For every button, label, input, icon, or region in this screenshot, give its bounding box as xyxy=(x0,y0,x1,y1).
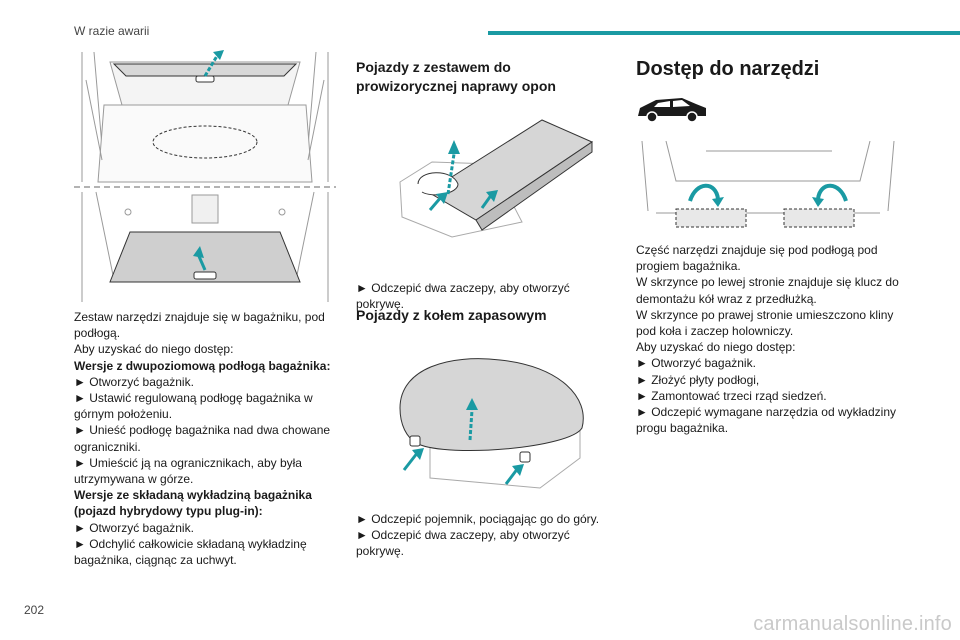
step: ► Otworzyć bagażnik. xyxy=(74,374,194,389)
trunk-sill-tools-illustration xyxy=(636,141,900,233)
paragraph: Aby uzyskać do niego dostęp: xyxy=(74,342,234,357)
section-title: W razie awarii xyxy=(74,24,150,38)
subheading: Wersje ze składaną wykładziną bagażnika … xyxy=(74,488,312,519)
paragraph: Część narzędzi znajduje się pod podłogą … xyxy=(636,243,878,274)
repair-kit-step: ► Odczepić dwa zaczepy, aby otworzyć pok… xyxy=(356,281,570,312)
paragraph: W skrzynce po prawej stronie umieszczono… xyxy=(636,307,894,339)
col1-text: Zestaw narzędzi znajduje się w bagażniku… xyxy=(74,309,336,568)
step: ► Unieść podłogę bagażnika nad dwa chowa… xyxy=(74,423,331,454)
step: ► Zamontować trzeci rząd siedzeń. xyxy=(636,388,827,403)
step: ► Odczepić dwa zaczepy, aby otworzyć pok… xyxy=(356,528,570,559)
spare-wheel-steps: ► Odczepić pojemnik, pociągając go do gó… xyxy=(356,511,614,560)
repair-kit-illustration xyxy=(392,112,602,244)
trunk-floor-illustration xyxy=(74,50,336,302)
header-accent-bar xyxy=(488,31,960,35)
subheading: Wersje z dwupoziomową podłogą bagażnika: xyxy=(74,358,331,373)
heading-tool-access: Dostęp do narzędzi xyxy=(636,58,820,80)
step: ► Złożyć płyty podłogi, xyxy=(636,372,760,387)
heading-repair-kit: Pojazdy z zestawem do prowizorycznej nap… xyxy=(356,59,556,94)
step: ► Ustawić regulowaną podłogę bagażnika w… xyxy=(74,391,313,422)
step: ► Odczepić wymagane narzędzia od wykładz… xyxy=(636,405,896,436)
step: ► Odchylić całkowicie składaną wykładzin… xyxy=(74,536,307,568)
step: ► Odczepić pojemnik, pociągając go do gó… xyxy=(356,512,600,526)
col3-text: Część narzędzi znajduje się pod podłogą … xyxy=(636,242,900,436)
paragraph: W skrzynce po lewej stronie znajduje się… xyxy=(636,275,899,306)
page-number: 202 xyxy=(24,603,45,617)
step: ► Otworzyć bagażnik. xyxy=(636,356,756,371)
car-silhouette-icon xyxy=(636,96,708,124)
heading-spare-wheel: Pojazdy z kołem zapasowym xyxy=(356,307,547,323)
step: ► Otworzyć bagażnik. xyxy=(74,520,194,535)
spare-wheel-illustration xyxy=(390,348,590,498)
paragraph: Zestaw narzędzi znajduje się w bagażniku… xyxy=(74,310,325,341)
step: ► Umieścić ją na ogranicznikach, aby był… xyxy=(74,455,302,487)
paragraph: Aby uzyskać do niego dostęp: xyxy=(636,340,796,355)
watermark-text: carmanualsonline.info xyxy=(753,613,952,635)
